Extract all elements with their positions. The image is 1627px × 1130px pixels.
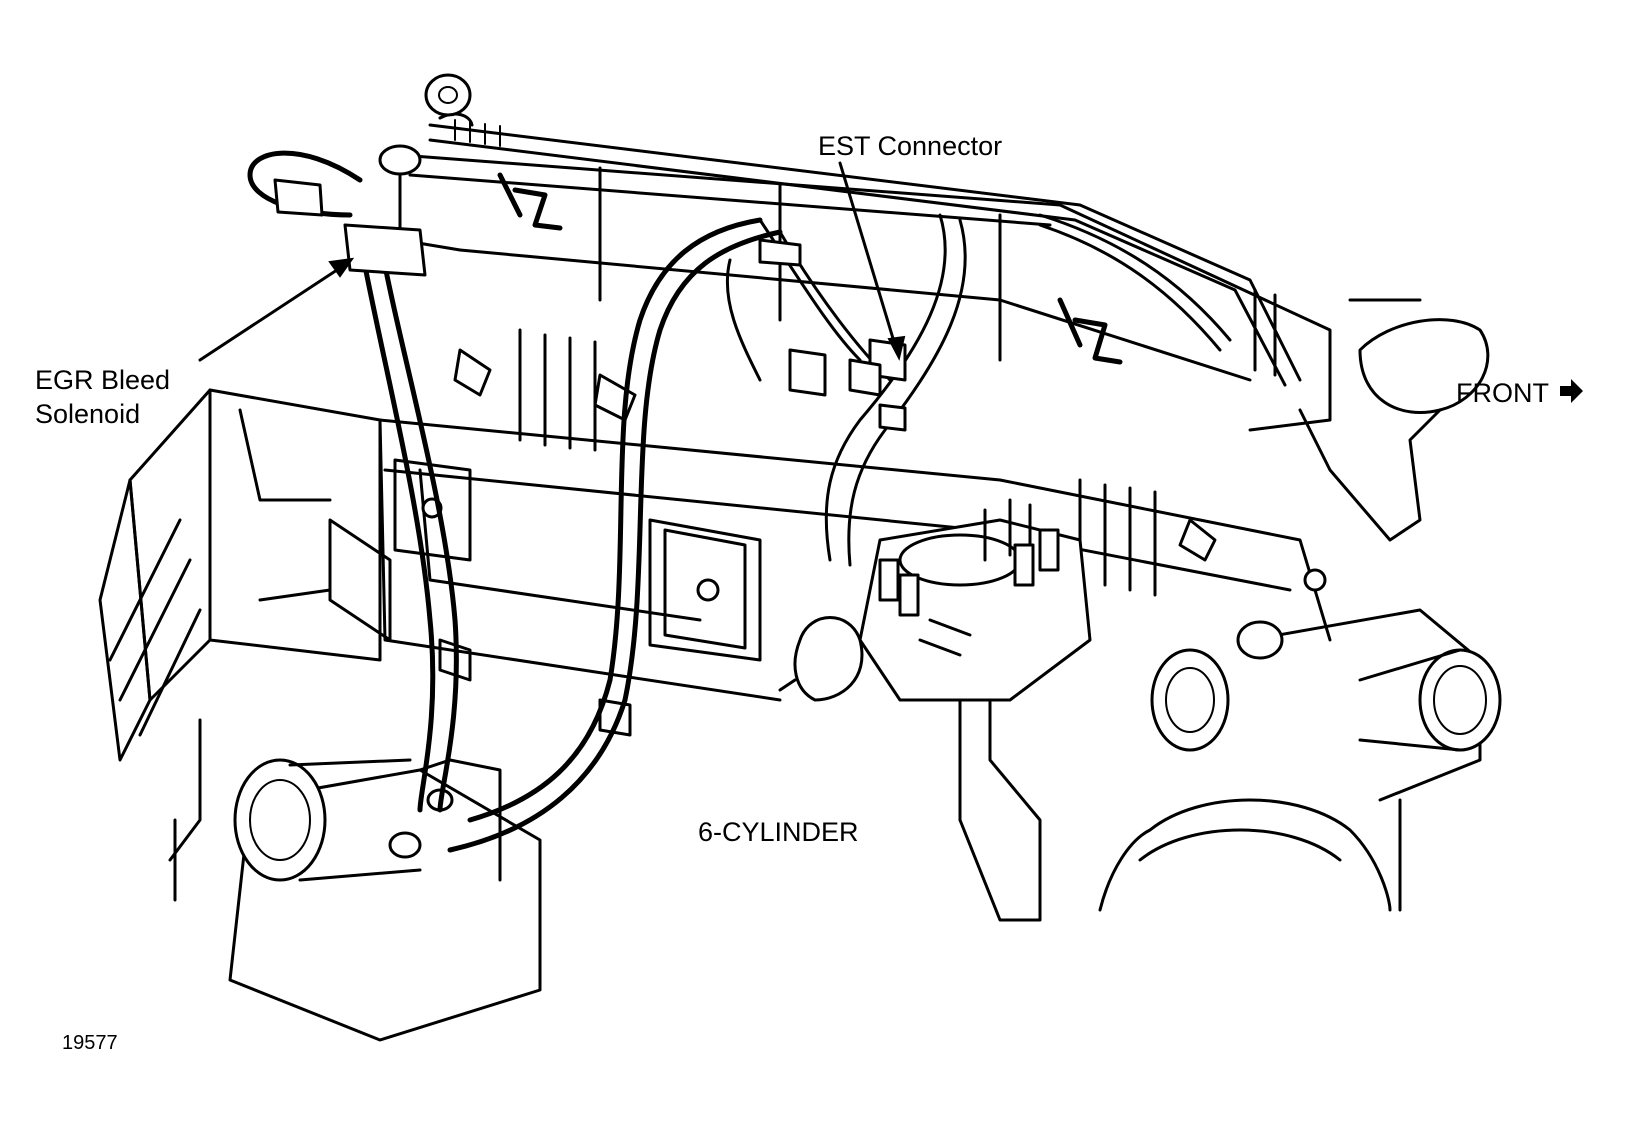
starter-motor	[228, 758, 542, 1042]
thermostat-housing	[1253, 288, 1490, 592]
engine-type-label: 6-CYLINDER	[698, 817, 859, 847]
est-leader-line	[838, 161, 897, 347]
right-arrow-icon	[1558, 378, 1584, 411]
est-connector	[758, 238, 907, 432]
egr-bleed-solenoid	[273, 144, 427, 277]
egr-bleed-label-line2: Solenoid	[35, 399, 141, 429]
figure-number: 19577	[62, 1032, 118, 1054]
egr-leader-arrowhead	[328, 257, 355, 278]
water-pump	[1098, 608, 1502, 912]
front-label: FRONT	[1456, 377, 1584, 411]
est-connector-label: EST Connector	[818, 131, 1003, 161]
air-intake-housing	[98, 388, 382, 902]
est-leader-arrowhead	[887, 335, 906, 361]
egr-leader-line	[198, 266, 342, 362]
distributor	[778, 498, 1092, 922]
egr-bleed-label-line1: EGR Bleed	[35, 365, 171, 395]
leader-lines	[198, 161, 906, 362]
front-label-text: FRONT	[1456, 378, 1549, 408]
